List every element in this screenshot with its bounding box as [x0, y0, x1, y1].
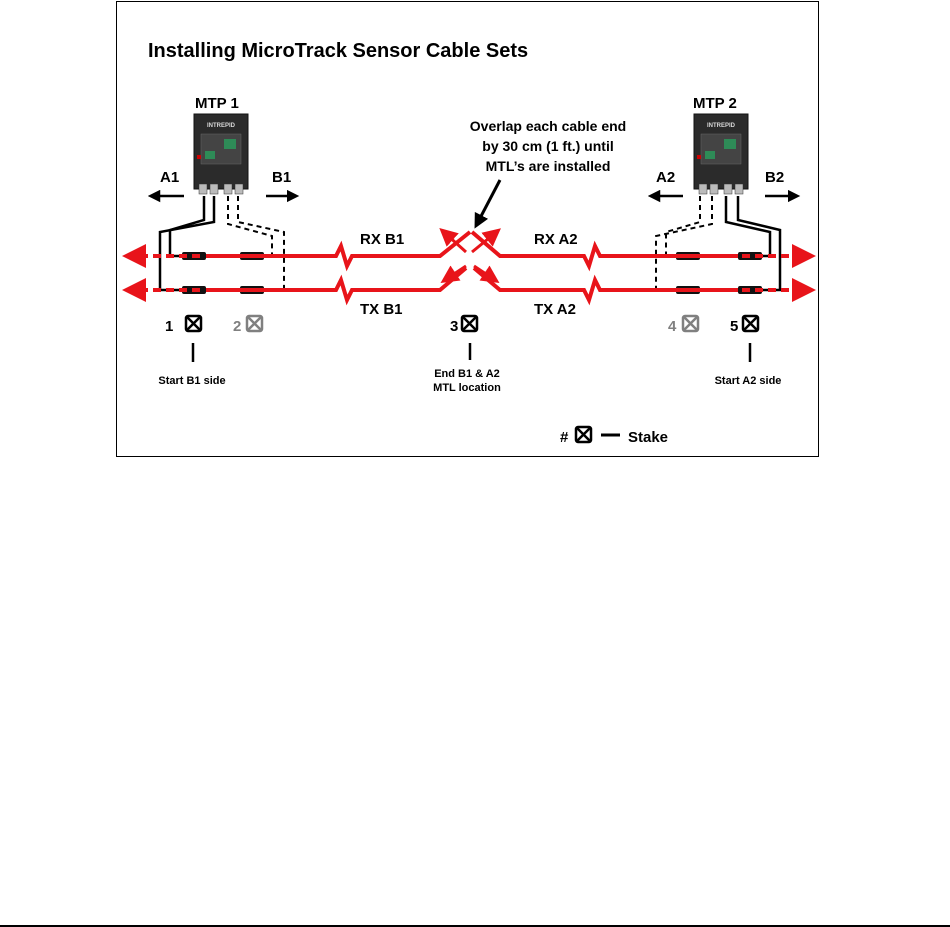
stake-icon — [743, 316, 758, 331]
mtp1-solid-leads — [160, 196, 214, 290]
stake-4-number: 4 — [668, 318, 677, 335]
diagram-title: Installing MicroTrack Sensor Cable Sets — [148, 40, 528, 62]
stake-2-number: 2 — [233, 318, 241, 335]
rx-b1-cable — [206, 232, 470, 266]
stake-3-caption-line-1: End B1 & A2 — [434, 368, 500, 380]
direction-a2-label: A2 — [656, 169, 675, 186]
cable-label-rx-b1: RX B1 — [360, 231, 404, 248]
mtp1-brand-label: INTREPID — [207, 123, 236, 129]
mtp1-label: MTP 1 — [195, 95, 239, 112]
stake-legend: # Stake — [560, 427, 668, 446]
legend-symbol: # — [560, 429, 569, 446]
cable-label-rx-a2: RX A2 — [534, 231, 578, 248]
stake-3: 3 End B1 & A2 MTL location — [433, 316, 501, 394]
callout-arrow — [478, 180, 500, 222]
rx-a2-cable — [472, 232, 738, 266]
callout-line-3: MTL’s are installed — [486, 158, 611, 174]
mtp2-solid-leads — [726, 196, 780, 290]
legend-label: Stake — [628, 429, 668, 446]
cable-label-tx-b1: TX B1 — [360, 301, 403, 318]
direction-b1-label: B1 — [272, 169, 291, 186]
mtp2-dashed-leads — [656, 196, 712, 290]
callout-line-2: by 30 cm (1 ft.) until — [482, 138, 613, 154]
tx-a2-cable — [474, 268, 738, 300]
stake-3-caption-line-2: MTL location — [433, 382, 501, 394]
stake-4: 4 — [668, 316, 698, 335]
cable-label-tx-a2: TX A2 — [534, 301, 576, 318]
mtp1-panel: INTREPID — [194, 114, 248, 194]
stake-2: 2 — [233, 316, 262, 335]
mtp2-panel: INTREPID — [694, 114, 748, 194]
stake-3-number: 3 — [450, 318, 458, 335]
stake-5: 5 Start A2 side — [715, 316, 782, 387]
tx-b1-cable — [206, 268, 466, 300]
stake-icon — [683, 316, 698, 331]
cable-connectors — [182, 252, 762, 294]
stake-1: 1 Start B1 side — [158, 316, 225, 387]
stake-5-number: 5 — [730, 318, 738, 335]
stake-1-number: 1 — [165, 318, 173, 335]
direction-b2-label: B2 — [765, 169, 784, 186]
stake-icon — [462, 316, 477, 331]
mtp2-label: MTP 2 — [693, 95, 737, 112]
direction-a1-label: A1 — [160, 169, 179, 186]
stake-5-caption: Start A2 side — [715, 375, 782, 387]
stake-1-caption: Start B1 side — [158, 375, 225, 387]
stake-icon — [247, 316, 262, 331]
mtp1-dashed-leads — [228, 196, 284, 290]
stake-icon — [186, 316, 201, 331]
callout-line-1: Overlap each cable end — [470, 118, 626, 134]
stake-icon — [576, 427, 591, 442]
mtp2-brand-label: INTREPID — [707, 123, 736, 129]
